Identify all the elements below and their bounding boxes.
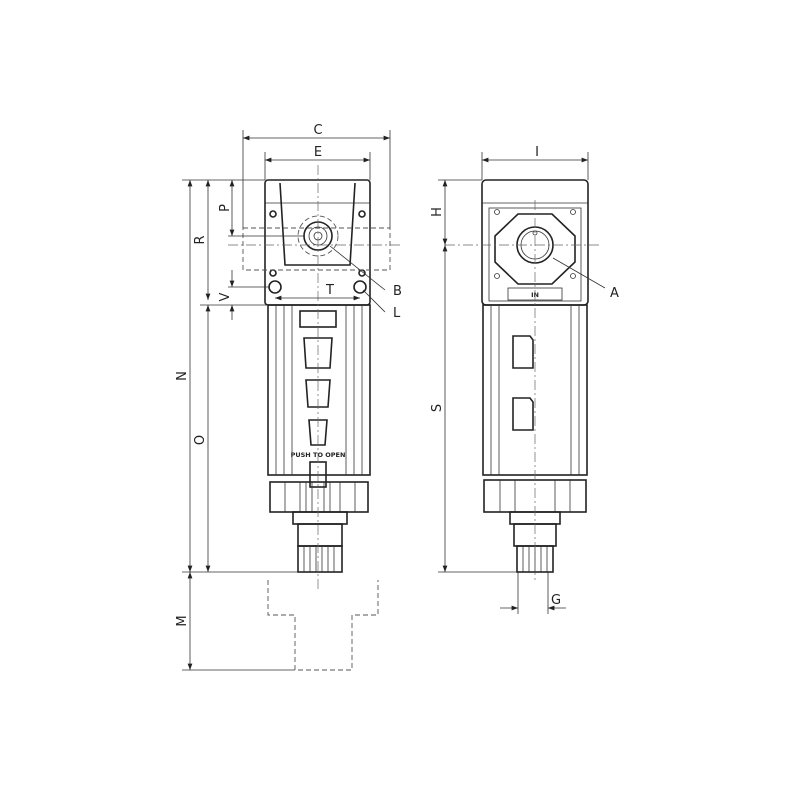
dim-label-o: O: [193, 435, 208, 445]
dim-label-e: E: [314, 145, 322, 160]
dim-label-n: N: [175, 371, 190, 381]
dim-label-i: I: [535, 145, 539, 160]
callout-b: B: [393, 284, 402, 299]
front-dimensions: C E N R O M P V T B L: [175, 123, 402, 671]
callout-l: L: [393, 306, 401, 321]
dim-label-p: P: [218, 204, 233, 212]
dim-label-g: G: [551, 593, 561, 608]
side-dimensions: I H S G A: [430, 145, 619, 614]
side-view: IN: [445, 179, 600, 580]
front-view: PUSH TO OPEN: [228, 165, 400, 671]
callout-a: A: [610, 286, 619, 301]
dim-label-t: T: [325, 283, 334, 298]
dim-label-s: S: [430, 404, 445, 412]
dim-label-m: M: [175, 615, 190, 626]
dim-label-c: C: [313, 123, 322, 138]
dim-label-r: R: [193, 235, 208, 244]
dim-label-v: V: [218, 292, 233, 301]
dim-label-h: H: [430, 207, 445, 217]
